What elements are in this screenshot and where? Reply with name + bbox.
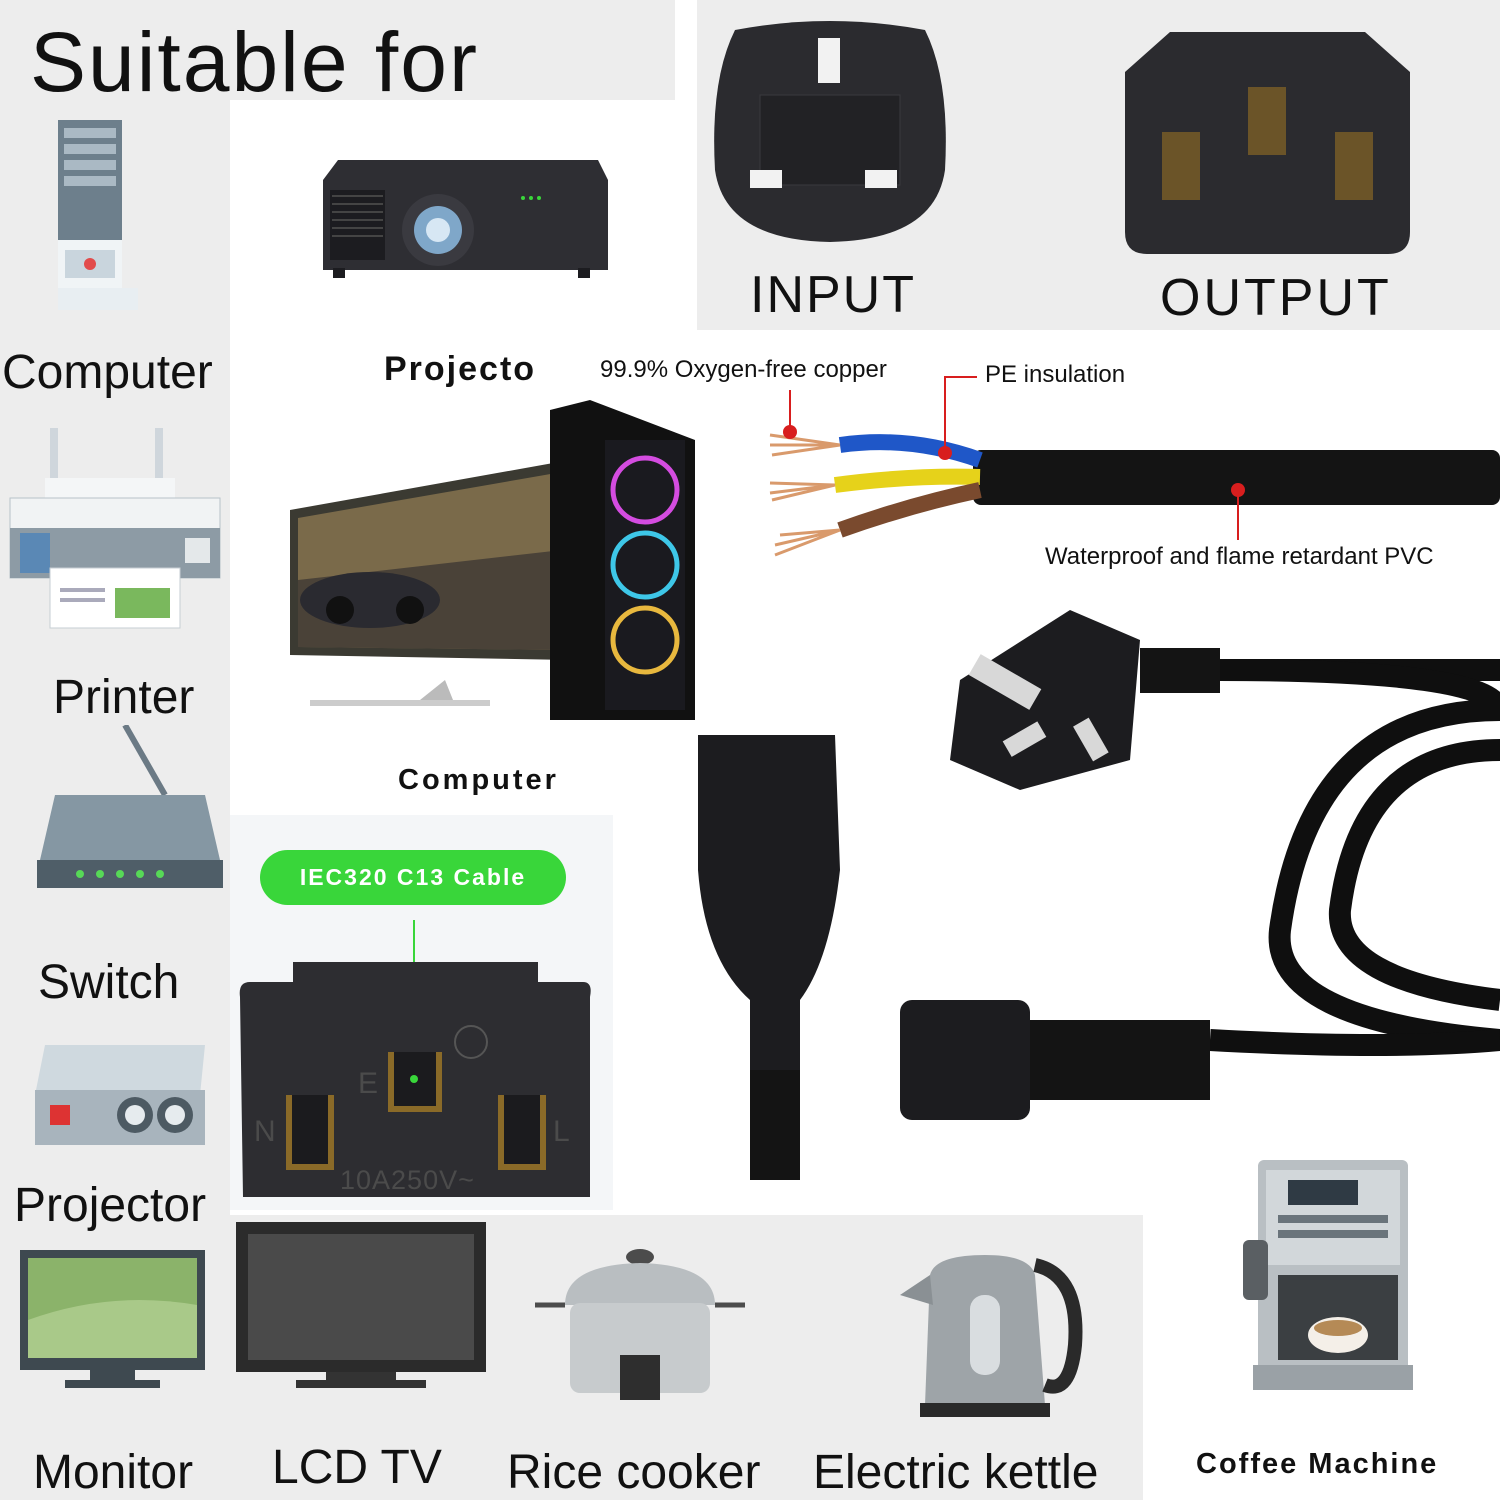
bottom-label-coffee: Coffee Machine bbox=[1196, 1448, 1439, 1480]
computer-caption: Computer bbox=[398, 764, 559, 796]
output-label: OUTPUT bbox=[1160, 269, 1392, 327]
coffee-machine-icon bbox=[1238, 1150, 1418, 1400]
socket-mark-live: L bbox=[553, 1115, 570, 1148]
c13-socket-closeup bbox=[238, 962, 593, 1207]
socket-mark-earth: E bbox=[358, 1067, 379, 1100]
electric-kettle-icon bbox=[895, 1245, 1085, 1420]
callout-insulation: PE insulation bbox=[985, 361, 1126, 388]
socket-mark-neutral: N bbox=[254, 1115, 276, 1148]
bottom-label-rice-cooker: Rice cooker bbox=[507, 1446, 761, 1499]
projector-caption: Projecto bbox=[384, 350, 537, 388]
network-switch-icon bbox=[25, 725, 225, 895]
cable-badge: IEC320 C13 Cable bbox=[260, 850, 566, 905]
callout-jacket: Waterproof and flame retardant PVC bbox=[1045, 543, 1434, 570]
cable-badge-label: IEC320 C13 Cable bbox=[299, 864, 527, 890]
power-cord-image bbox=[690, 600, 1500, 1190]
input-label: INPUT bbox=[750, 266, 916, 324]
left-label-printer: Printer bbox=[53, 671, 195, 724]
projector-image bbox=[318, 150, 610, 285]
left-label-projector: Projector bbox=[14, 1179, 207, 1232]
uk-plug-face-image bbox=[705, 20, 955, 245]
heading-panel bbox=[0, 0, 675, 100]
monitor-icon bbox=[20, 1250, 205, 1390]
socket-rating: 10A250V~ bbox=[340, 1165, 475, 1195]
bottom-label-lcd-tv: LCD TV bbox=[272, 1441, 442, 1494]
lcd-tv-icon bbox=[236, 1222, 486, 1392]
computer-tower-icon bbox=[50, 110, 150, 310]
cable-crosssection-diagram bbox=[760, 365, 1500, 575]
bottom-label-monitor: Monitor bbox=[33, 1446, 194, 1499]
callout-copper: 99.9% Oxygen-free copper bbox=[600, 356, 887, 383]
rice-cooker-icon bbox=[535, 1245, 745, 1405]
bottom-label-kettle: Electric kettle bbox=[813, 1446, 1099, 1499]
page-title: Suitable for bbox=[30, 15, 479, 109]
gaming-computer-image bbox=[270, 400, 700, 740]
left-label-computer: Computer bbox=[2, 346, 213, 399]
c13-output-face-image bbox=[1120, 32, 1415, 257]
projector-small-icon bbox=[25, 1035, 215, 1155]
printer-icon bbox=[5, 428, 225, 638]
left-label-switch: Switch bbox=[38, 956, 180, 1009]
